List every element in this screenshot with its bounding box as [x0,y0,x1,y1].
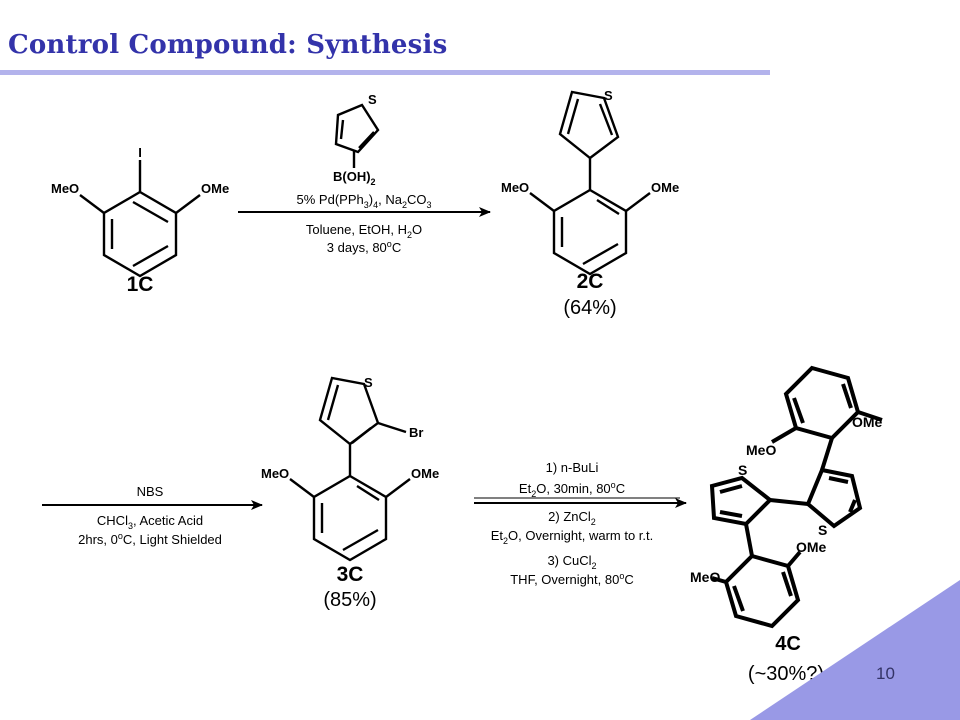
c4-id-label: 4C [775,633,801,655]
c4-meo-top: MeO [746,442,776,458]
c2-s-label: S [604,88,613,103]
compound-3c [289,376,411,562]
c2-ome-label: OMe [651,180,679,195]
c2-yield: (64%) [563,297,616,319]
boronic-s-label: S [368,92,377,107]
r3-step3-conditions: THF, Overnight, 80oC [510,571,634,587]
c1-ome-label: OMe [201,181,229,196]
c4-ome-top: OMe [852,414,883,430]
c4-yield: (~30%?) [748,663,824,685]
compound-4c [709,365,883,629]
r3-step2: 2) ZnCl2 [548,509,596,527]
c4-s-left: S [738,462,747,478]
boronic-label: B(OH)2 [333,169,376,187]
c3-id-label: 3C [337,563,364,586]
thiophene-boronic-acid [334,103,380,168]
r3-step2-conditions: Et2O, Overnight, warm to r.t. [491,528,654,546]
compound-2c [529,90,651,276]
r2-reagent: NBS [137,484,164,499]
page-number: 10 [876,664,895,683]
r1-solvent: Toluene, EtOH, H2O [306,222,422,240]
r3-step3: 3) CuCl2 [547,553,596,571]
compound-1c [79,160,201,278]
r1-conditions: 3 days, 80oC [327,239,401,255]
c3-meo-label: MeO [261,466,289,481]
c4-meo-bottom: MeO [690,569,720,585]
c3-s-label: S [364,375,373,390]
iodo-label: I [138,145,142,160]
c4-s-right: S [818,522,827,538]
c3-yield: (85%) [323,589,376,611]
c4-ome-bottom: OMe [796,539,827,555]
r3-step1: 1) n-BuLi [546,460,599,475]
corner-decoration [750,580,960,720]
c1-meo-label: MeO [51,181,79,196]
title-underline [0,70,770,75]
r3-step1-conditions: Et2O, 30min, 80oC [519,480,625,499]
r2-solvent: CHCl3, Acetic Acid [97,513,203,531]
c2-meo-label: MeO [501,180,529,195]
slide-title: Control Compound: Synthesis [8,30,448,60]
r2-conditions: 2hrs, 0oC, Light Shielded [78,531,222,547]
c3-br-label: Br [409,425,423,440]
c3-ome-label: OMe [411,466,439,481]
c2-id-label: 2C [577,270,604,293]
c1-id-label: 1C [127,273,154,296]
r1-catalyst: 5% Pd(PPh3)4, Na2CO3 [297,192,432,210]
